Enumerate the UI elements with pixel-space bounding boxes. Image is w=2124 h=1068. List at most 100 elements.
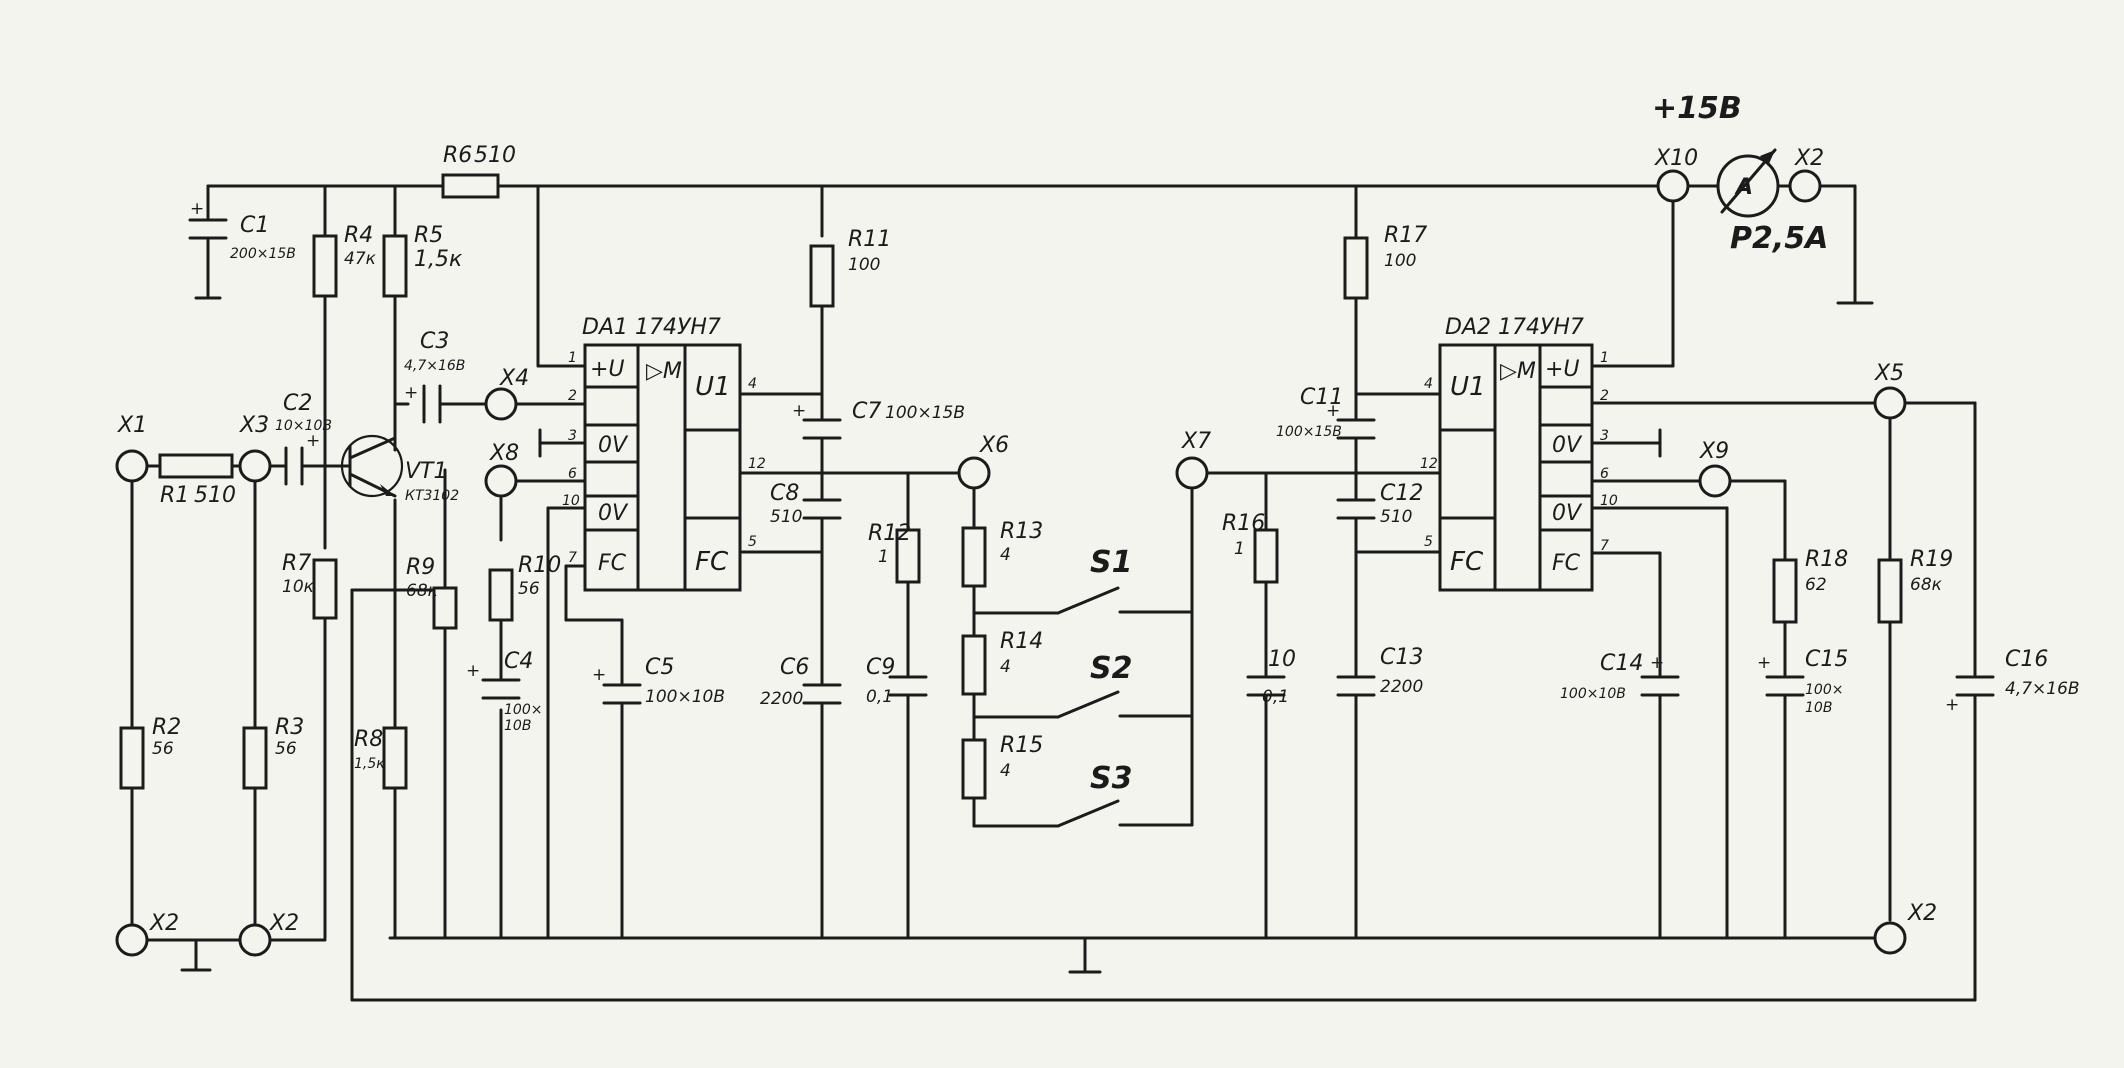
da2-pin-2: 2 xyxy=(1600,388,1609,404)
label-x2-d: X2 xyxy=(1794,146,1824,171)
resistor-r2 xyxy=(119,726,145,790)
resistor-r13 xyxy=(961,526,987,588)
label-r10-name: R10 xyxy=(518,553,561,578)
resistor-r3 xyxy=(242,726,268,790)
label-c14-name: C14 xyxy=(1600,651,1643,676)
label-c10-value: 0,1 xyxy=(1262,687,1289,707)
label-c15-value: 100× xyxy=(1805,682,1843,698)
label-r7-value: 10к xyxy=(282,577,315,597)
da2-pin-1: 1 xyxy=(1600,350,1609,366)
label-s1: S1 xyxy=(1090,545,1132,580)
label-r7-name: R7 xyxy=(282,551,311,576)
label-c11-name: C11 xyxy=(1300,385,1343,410)
label-x4: X4 xyxy=(499,366,529,391)
da2-fc-left: FC xyxy=(1450,547,1484,577)
svg-text:+: + xyxy=(404,383,418,403)
da2-pin-7: 7 xyxy=(1600,538,1609,554)
da1-title: DA1 174УН7 xyxy=(582,315,721,340)
terminal-x1 xyxy=(115,449,149,483)
label-c4-name: C4 xyxy=(504,649,533,674)
label-r1-name: R1 xyxy=(160,483,189,508)
label-s3: S3 xyxy=(1090,761,1132,796)
resistor-r16 xyxy=(1253,528,1279,584)
label-r8-value: 1,5к xyxy=(354,756,385,772)
label-r6-name: R6 xyxy=(443,143,472,168)
label-c16-name: C16 xyxy=(2005,647,2048,672)
resistor-r7 xyxy=(312,558,338,620)
label-r6-value: 510 xyxy=(474,143,516,168)
da1-pin-1: 1 xyxy=(568,350,577,366)
label-r3-value: 56 xyxy=(275,739,297,759)
label-c13-value: 2200 xyxy=(1380,677,1423,697)
da1-pin-3: 3 xyxy=(568,428,577,444)
svg-text:+: + xyxy=(1757,653,1771,673)
da1-pin-6: 6 xyxy=(568,466,577,482)
svg-text:+: + xyxy=(306,431,320,451)
label-x2-b: X2 xyxy=(269,911,299,936)
label-r10-value: 56 xyxy=(518,579,540,599)
svg-text:+: + xyxy=(592,665,606,685)
svg-text:+: + xyxy=(1326,401,1340,421)
resistor-r15 xyxy=(961,738,987,800)
da1-plus-u: +U xyxy=(590,357,625,382)
label-r2-value: 56 xyxy=(152,739,174,759)
da1-0v-b: 0V xyxy=(598,501,629,526)
da1-0v-a: 0V xyxy=(598,433,629,458)
label-r17-name: R17 xyxy=(1384,223,1427,248)
label-r12-name: R12 xyxy=(868,521,911,546)
label-c1-value: 200×15В xyxy=(230,246,296,262)
label-c10-name: 10 xyxy=(1268,647,1296,672)
da2-fc-right: FC xyxy=(1552,551,1581,576)
label-r18-name: R18 xyxy=(1805,547,1848,572)
label-r19-value: 68к xyxy=(1910,575,1943,595)
label-r2-name: R2 xyxy=(152,715,181,740)
label-c12-value: 510 xyxy=(1380,507,1412,527)
label-c16-value: 4,7×16В xyxy=(2005,679,2080,699)
label-r11-name: R11 xyxy=(848,227,891,252)
label-c9-name: C9 xyxy=(866,655,895,680)
label-x10: X10 xyxy=(1654,146,1698,171)
da1-pin-4: 4 xyxy=(748,376,757,392)
label-c7-value: 100×15В xyxy=(885,403,965,423)
ammeter-range: Р2,5А xyxy=(1730,221,1828,256)
label-x2-a: X2 xyxy=(149,911,179,936)
label-r8-name: R8 xyxy=(354,727,383,752)
da1-pin-2: 2 xyxy=(568,388,577,404)
resistor-r6 xyxy=(441,173,500,199)
ammeter-symbol: A xyxy=(1734,175,1753,200)
label-c3-value: 4,7×16В xyxy=(404,358,465,374)
supply-label: +15В xyxy=(1652,91,1742,126)
label-r14-name: R14 xyxy=(1000,629,1043,654)
svg-text:+: + xyxy=(190,199,204,219)
label-c11-value: 100×15В xyxy=(1276,424,1342,440)
da2-pin-4: 4 xyxy=(1424,376,1433,392)
label-r4-name: R4 xyxy=(344,223,373,248)
label-c1-name: C1 xyxy=(240,213,269,238)
label-r9-value: 68к xyxy=(406,581,439,601)
label-r5-value: 1,5к xyxy=(414,247,463,272)
label-r4-value: 47к xyxy=(344,249,377,269)
label-c15-name: C15 xyxy=(1805,647,1848,672)
label-r18-value: 62 xyxy=(1805,575,1827,595)
resistor-r10 xyxy=(488,568,514,622)
da2-0v-b: 0V xyxy=(1552,501,1583,526)
resistor-r4 xyxy=(312,234,338,298)
label-c8-value: 510 xyxy=(770,507,802,527)
label-x7: X7 xyxy=(1181,429,1211,454)
da2-pin-12: 12 xyxy=(1420,456,1438,472)
svg-text:+: + xyxy=(466,661,480,681)
label-r14-value: 4 xyxy=(1000,657,1011,677)
da2-pin-6: 6 xyxy=(1600,466,1609,482)
label-c2-name: C2 xyxy=(283,391,312,416)
label-c5-value: 100×10В xyxy=(645,687,725,707)
terminal-x7 xyxy=(1175,456,1209,490)
resistor-r12 xyxy=(895,528,921,584)
da2-pin-10: 10 xyxy=(1600,493,1618,509)
label-r1-value: 510 xyxy=(194,483,236,508)
label-c2-value: 10×10В xyxy=(275,418,332,434)
da1-amp-symbol: ▷M xyxy=(646,359,682,384)
da1-u1: U1 xyxy=(695,372,731,402)
da1-fc-right: FC xyxy=(695,547,729,577)
